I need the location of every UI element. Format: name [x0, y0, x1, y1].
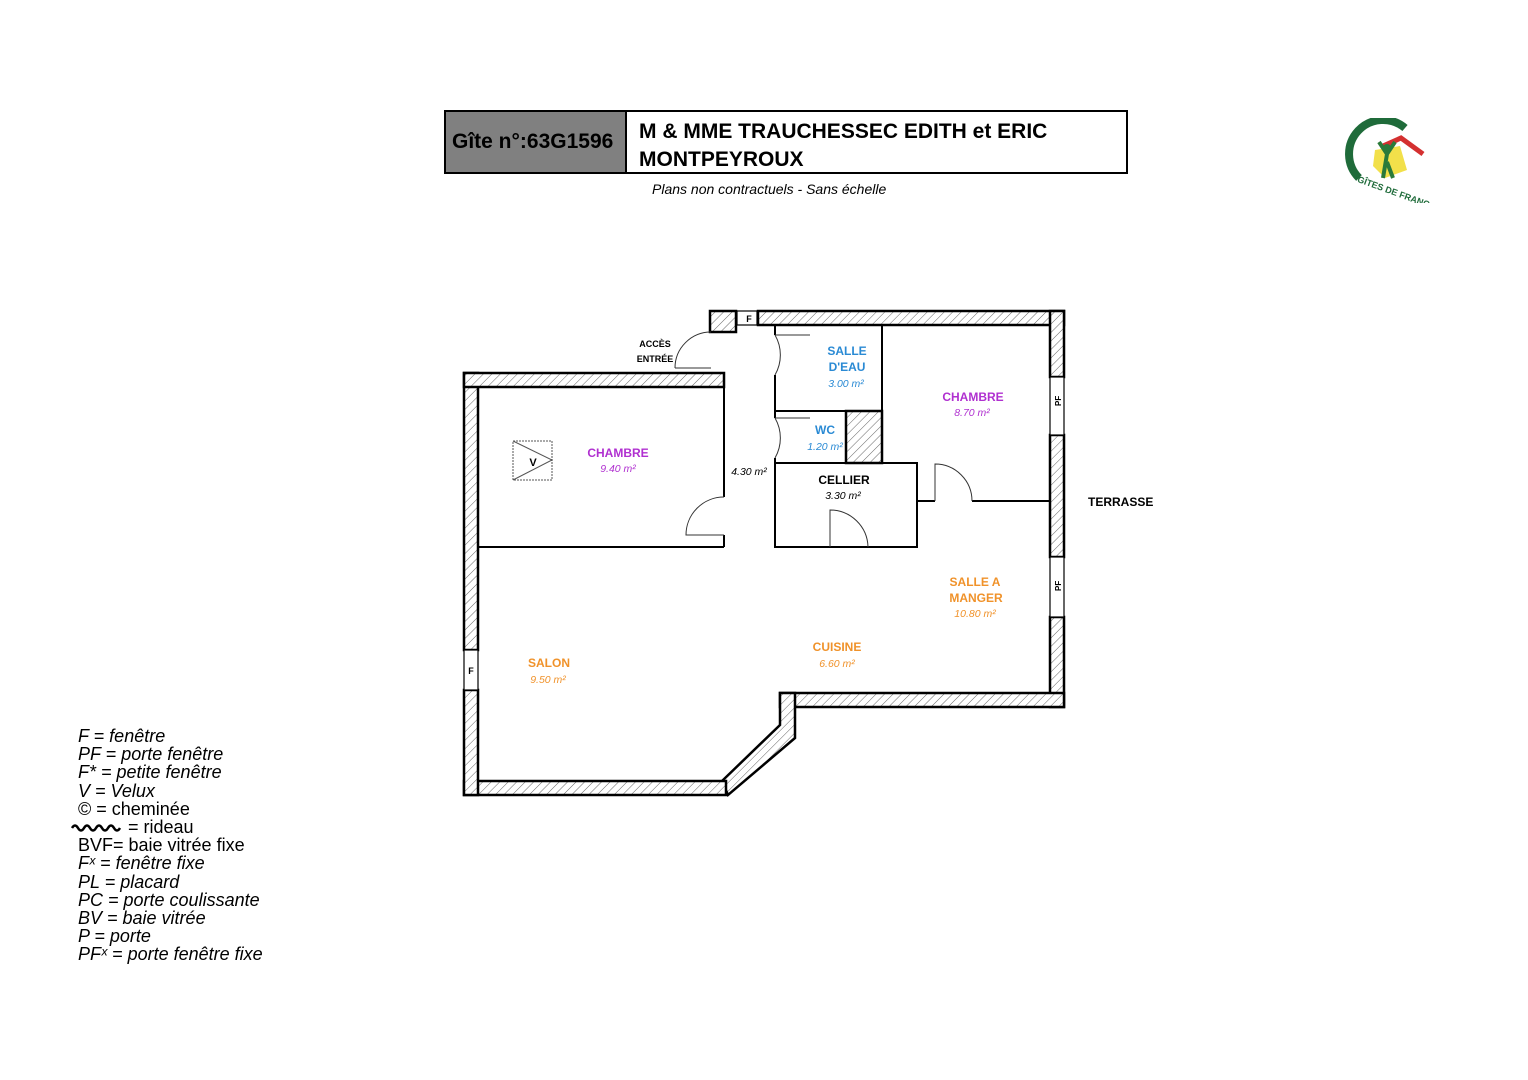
legend-item: V = Velux: [78, 780, 155, 801]
velux: V: [512, 440, 554, 481]
gite-number: Gîte n°:63G1596: [444, 110, 627, 174]
room-wc: WC 1.20 m²: [807, 423, 843, 453]
legend-rideau-text: = rideau: [128, 817, 194, 838]
svg-text:CELLIER: CELLIER: [818, 473, 870, 487]
svg-text:WC: WC: [815, 423, 835, 437]
gite-number-text: Gîte n°:63G1596: [452, 130, 614, 153]
legend-item: Fˣ = fenêtre fixe: [78, 853, 205, 874]
owner-name: M & MME TRAUCHESSEC EDITH et ERIC: [639, 120, 1048, 143]
doors: [674, 331, 973, 548]
velux-label: V: [529, 457, 537, 469]
window-f-top: [736, 310, 758, 326]
room-salle-deau: SALLE D'EAU 3.00 m²: [827, 344, 866, 390]
curtain-icon: [70, 824, 122, 832]
room-salon: SALON 9.50 m²: [528, 656, 570, 686]
room-cellier: CELLIER 3.30 m²: [818, 473, 870, 502]
legend-item: PL = placard: [78, 871, 180, 892]
svg-text:D'EAU: D'EAU: [829, 360, 866, 374]
legend-item: BV = baie vitrée: [78, 908, 206, 929]
acces-label: ACCÈS: [639, 339, 671, 349]
legend: F = fenêtre PF = porte fenêtre F* = peti…: [70, 726, 263, 965]
window-f-left: [463, 649, 479, 691]
entree-label: ENTRÉE: [637, 354, 674, 364]
svg-text:CHAMBRE: CHAMBRE: [942, 390, 1003, 404]
svg-text:CUISINE: CUISINE: [813, 640, 862, 654]
svg-text:SALON: SALON: [528, 656, 570, 670]
exterior-walls: [462, 309, 1066, 798]
terrasse-label: TERRASSE: [1088, 495, 1153, 509]
windows: [463, 310, 1065, 691]
room-salle-a-manger: SALLE A MANGER 10.80 m²: [949, 575, 1003, 620]
svg-text:SALLE: SALLE: [827, 344, 866, 358]
svg-text:3.00 m²: 3.00 m²: [828, 378, 864, 390]
legend-item: F = fenêtre: [78, 726, 166, 746]
subtitle: Plans non contractuels - Sans échelle: [652, 181, 887, 197]
room-corridor: 4.30 m²: [731, 466, 767, 478]
window-f-label: F: [746, 314, 752, 324]
svg-text:SALLE A: SALLE A: [950, 575, 1001, 589]
town-name: MONTPEYROUX: [639, 148, 804, 171]
room-cuisine: CUISINE 6.60 m²: [813, 640, 862, 670]
svg-text:4.30 m²: 4.30 m²: [731, 466, 767, 478]
legend-item: PC = porte coulissante: [78, 889, 260, 910]
legend-item: F* = petite fenêtre: [78, 762, 222, 783]
window-pf-label: PF: [1054, 396, 1063, 406]
svg-text:1.20 m²: 1.20 m²: [807, 441, 843, 453]
legend-item: © = cheminée: [78, 798, 190, 819]
room-chambre-1: CHAMBRE 9.40 m²: [587, 446, 648, 475]
window-pf-2: [1049, 556, 1065, 618]
window-pf-label-2: PF: [1054, 581, 1063, 591]
svg-text:6.60 m²: 6.60 m²: [819, 658, 855, 670]
svg-text:MANGER: MANGER: [949, 591, 1003, 605]
svg-text:10.80 m²: 10.80 m²: [954, 608, 996, 620]
room-chambre-2: CHAMBRE 8.70 m²: [942, 390, 1003, 419]
owner-box: M & MME TRAUCHESSEC EDITH et ERIC MONTPE…: [627, 110, 1128, 174]
svg-text:3.30 m²: 3.30 m²: [825, 490, 861, 502]
legend-item: BVF= baie vitrée fixe: [78, 835, 245, 856]
legend-item: PFˣ = porte fenêtre fixe: [78, 944, 263, 965]
interior-walls: [478, 325, 1050, 548]
window-f-left-label: F: [468, 666, 474, 676]
svg-text:9.50 m²: 9.50 m²: [530, 674, 566, 686]
svg-text:CHAMBRE: CHAMBRE: [587, 446, 648, 460]
svg-text:9.40 m²: 9.40 m²: [600, 463, 636, 475]
gites-de-france-logo: GÎTES DE FRANCE: [1345, 118, 1430, 203]
legend-item: P = porte: [78, 926, 151, 947]
legend-item-rideau: = rideau: [70, 818, 263, 836]
legend-item: PF = porte fenêtre: [78, 744, 224, 765]
svg-text:8.70 m²: 8.70 m²: [954, 407, 990, 419]
window-pf-1: [1049, 376, 1065, 436]
